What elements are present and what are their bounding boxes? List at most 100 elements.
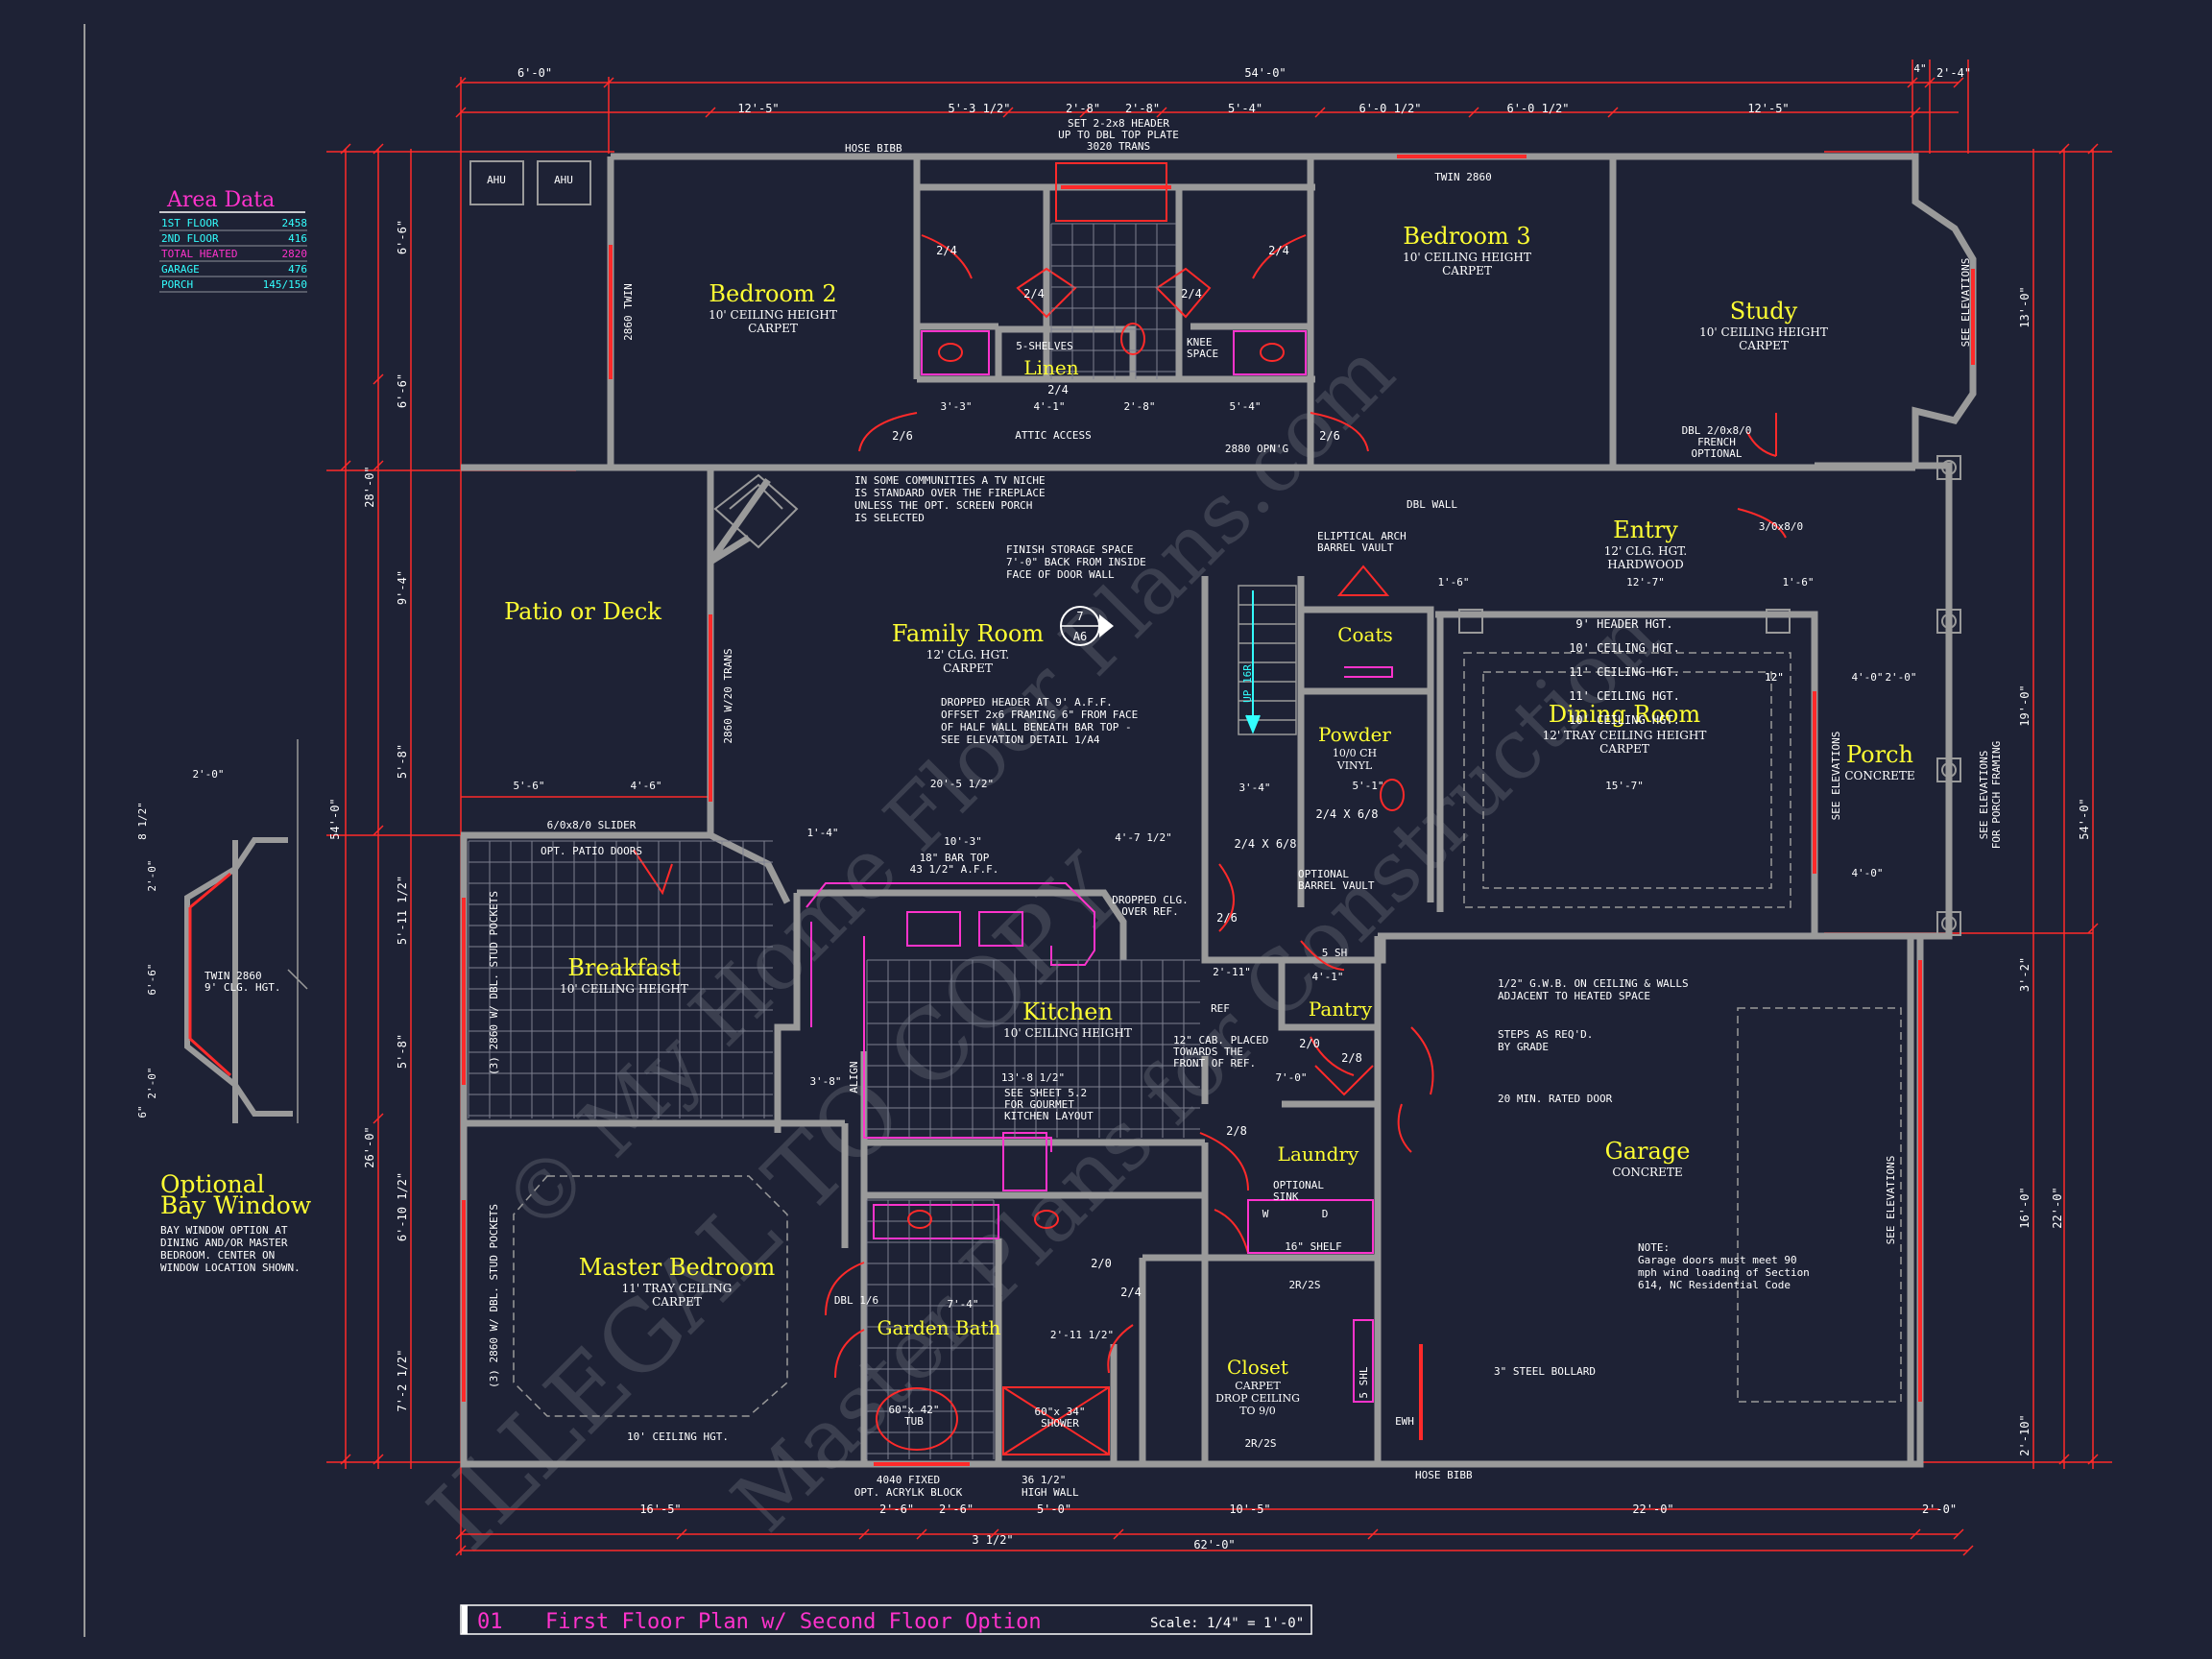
note-set_header: UP TO DBL TOP PLATE (1058, 129, 1179, 141)
note-porch-framing: SEE ELEVATIONS (1978, 751, 1990, 840)
note-see-elev-garage: SEE ELEVATIONS (1885, 1156, 1897, 1245)
dim-left: 6'-10 1/2" (396, 1172, 409, 1241)
door-label: 2/4 (1181, 287, 1202, 301)
dim-top: 2'-4" (1936, 66, 1971, 80)
note-half_wall: 36 1/2" (1022, 1474, 1066, 1486)
dim-right: 13'-0" (2018, 286, 2032, 327)
room-laundry-name: Laundry (1278, 1142, 1359, 1166)
note-bar_top: 43 1/2" A.F.F. (910, 863, 999, 876)
area-row-label: PORCH (161, 278, 193, 291)
room-master-l1: 11' TRAY CEILING (622, 1282, 733, 1295)
staircase (1238, 585, 1297, 735)
dim-inner: 3'-8" (809, 1075, 841, 1088)
dim-inner: 2'-8" (1123, 400, 1155, 413)
note-2r2s-1: 2R/2S (1288, 1279, 1320, 1291)
door-label: 2/4 (1120, 1286, 1142, 1299)
note-header: SEE ELEVATION DETAIL 1/A4 (941, 733, 1100, 746)
room-dining-l2: CARPET (1599, 742, 1649, 756)
area-row-value: 2458 (282, 217, 308, 229)
note-dining_ceil: 11' CEILING HGT. (1569, 689, 1680, 703)
note-ref: REF (1211, 1002, 1230, 1015)
note-storage: 7'-0" BACK FROM INSIDE (1006, 556, 1146, 568)
plan-number: 01 (477, 1610, 503, 1634)
room-porch-l1: CONCRETE (1844, 769, 1914, 782)
room-entry-l2: HARDWOOD (1607, 558, 1683, 571)
area-row-label: GARAGE (161, 263, 200, 276)
room-family-name: Family Room (892, 620, 1045, 647)
note-ellip: BARREL VAULT (1317, 541, 1394, 554)
room-powder-l1: 10/0 CH (1333, 747, 1377, 759)
dim-right: 16'-0" (2018, 1187, 2032, 1228)
note-header: OFFSET 2x6 FRAMING 6" FROM FACE (941, 709, 1138, 721)
dim-inner: 2'-0" (1885, 671, 1916, 684)
note-garage_note: mph wind loading of Section (1638, 1266, 1810, 1279)
room-closet-l1: CARPET (1235, 1380, 1281, 1392)
note-opt_sink: SINK (1273, 1190, 1299, 1203)
note-gourmet: SEE SHEET 5.2 (1004, 1087, 1087, 1099)
area-row-value: 476 (288, 263, 307, 276)
room-breakfast-name: Breakfast (567, 954, 681, 981)
bay-note-line: WINDOW LOCATION SHOWN. (160, 1262, 301, 1274)
room-study-l2: CARPET (1739, 339, 1789, 352)
dim-inner: 13'-8 1/2" (1001, 1071, 1065, 1084)
room-bedroom3-name: Bedroom 3 (1403, 223, 1530, 250)
note-opt_sink: OPTIONAL (1273, 1179, 1324, 1191)
room-coats-name: Coats (1337, 623, 1393, 646)
note-opt_barrel: BARREL VAULT (1298, 879, 1375, 892)
door-label: 2/4 (1047, 383, 1069, 397)
note-trans: 2860 W/20 TRANS (722, 648, 734, 743)
room-bedroom2-l1: 10' CEILING HEIGHT (709, 308, 837, 322)
dim-inner: 5'-4" (1229, 400, 1261, 413)
dim-row: 2'-8" (1066, 102, 1100, 115)
room-master-name: Master Bedroom (579, 1254, 776, 1281)
dim-left: 54'-0" (328, 798, 342, 839)
door-label: 2/4 (1268, 244, 1289, 257)
note-twin-window: 2860 TWIN (622, 283, 635, 341)
room-study-l1: 10' CEILING HEIGHT (1699, 325, 1828, 339)
room-bedroom3-l2: CARPET (1442, 264, 1492, 277)
note-garage_note: Garage doors must meet 90 (1638, 1254, 1797, 1266)
dim-left: 28'-0" (363, 466, 376, 507)
dim-top: 6'-0" (517, 66, 552, 80)
dim-row: 6'-0 1/2" (1358, 102, 1421, 115)
note-bay_twin: TWIN 2860 (204, 970, 262, 982)
dim-row: 2'-8" (1125, 102, 1160, 115)
note-dining_ceil: 10' CEILING HGT. (1569, 713, 1680, 727)
room-entry-l1: 12' CLG. HGT. (1604, 544, 1687, 558)
dim-bay: 2'-0" (146, 859, 158, 891)
plan-title: First Floor Plan w/ Second Floor Option (545, 1610, 1042, 1634)
note-header: DROPPED HEADER AT 9' A.F.F. (941, 696, 1113, 709)
dim-bay: 6" (136, 1105, 149, 1118)
dim-inner: 4'-6" (630, 780, 661, 792)
note-set_header: 3020 TRANS (1087, 140, 1150, 153)
note-tv: IN SOME COMMUNITIES A TV NICHE (854, 474, 1046, 487)
dim-inner: 1'-6" (1782, 576, 1814, 589)
door-label: 2/0 (1299, 1037, 1320, 1050)
note-ellip: ELIPTICAL ARCH (1317, 530, 1407, 542)
note-door-30: 3/0x8/0 (1759, 520, 1803, 533)
note-washer: W (1262, 1208, 1269, 1220)
note-half_wall: HIGH WALL (1022, 1486, 1079, 1499)
note-dining_ceil: 9' HEADER HGT. (1575, 617, 1672, 631)
dim-row: 6'-0 1/2" (1506, 102, 1569, 115)
note-5shl: 5 SHL (1358, 1366, 1370, 1398)
dim-inner: 5'-6" (513, 780, 544, 792)
dim-left: 7'-2 1/2" (396, 1349, 409, 1411)
note-opening: 2880 OPN'G (1225, 443, 1288, 455)
dim-row: 12'-5" (1747, 102, 1789, 115)
door-label: 2/4 (1023, 287, 1045, 301)
bay-note-line: DINING AND/OR MASTER (160, 1237, 288, 1249)
bay-note-line: BEDROOM. CENTER ON (160, 1249, 275, 1262)
room-kitchen-l1: 10' CEILING HEIGHT (1003, 1026, 1132, 1040)
note-french: OPTIONAL (1692, 447, 1743, 460)
note-dbl16: DBL 1/6 (834, 1294, 878, 1307)
room-bedroom3-l1: 10' CEILING HEIGHT (1403, 251, 1531, 264)
room-garage-name: Garage (1605, 1138, 1691, 1165)
room-powder-l2: VINYL (1336, 759, 1373, 772)
dim-left: 6'-6" (396, 373, 409, 408)
dim-inner: 4'-7 1/2" (1115, 831, 1172, 844)
dimension-lines (326, 60, 2112, 1555)
room-study-name: Study (1730, 298, 1798, 325)
note-storage: FINISH STORAGE SPACE (1006, 543, 1133, 556)
